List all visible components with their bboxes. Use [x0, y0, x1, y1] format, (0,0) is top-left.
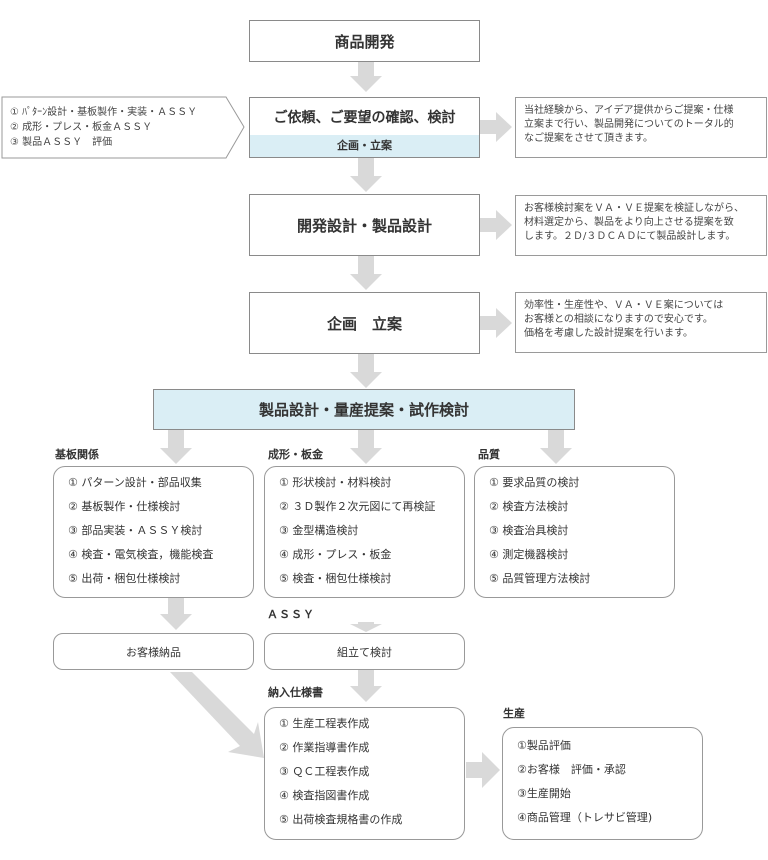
list-item: ④ 成形・プレス・板金 [279, 548, 392, 561]
note-proposal-line-2: 立案まで行い、製品開発についてのトータル的 [524, 119, 734, 130]
list-hinshitsu: ① 要求品質の検討 ② 検査方法検討 ③ 検査治具検討 ④ 測定機器検討 ⑤ 品… [474, 466, 675, 598]
list-item: ① パターン設計・部品収集 [68, 476, 202, 489]
arrow-right-production [466, 752, 500, 788]
step-development-design: 開発設計・製品設計 [249, 194, 480, 256]
list-item: ⑤ 出荷・梱包仕様検討 [68, 572, 181, 585]
list-item: ④商品管理（トレサビ管理) [517, 811, 653, 824]
list-item: ② 基板製作・仕様検討 [68, 500, 181, 513]
note-efficiency-line-2: お客様との相談になりますので安心です。 [524, 314, 713, 325]
step-planning-label: 企画 立案 [326, 314, 402, 333]
note-proposal-line-1: 当社経験から、アイデア提供からご提案・仕様 [524, 105, 734, 116]
left-note-line-3: ③ 製品ＡＳＳＹ 評価 [10, 137, 113, 148]
left-note-line-1: ① ﾊﾟﾀｰﾝ設計・基板製作・実装・ＡＳＳＹ [10, 107, 198, 118]
note-design-line-3: します。２Ｄ/３ＤＣＡＤにて製品設計します。 [524, 231, 736, 242]
step-mass-production-proposal-label: 製品設計・量産提案・試作検討 [258, 401, 469, 419]
list-item: ⑤ 出荷検査規格書の作成 [279, 813, 403, 826]
list-item: ① 要求品質の検討 [489, 476, 580, 489]
arrow-down-spec [350, 670, 382, 702]
step-mass-production-proposal: 製品設計・量産提案・試作検討 [153, 389, 575, 430]
note-efficiency-line-1: 効率性・生産性や、ＶＡ・ＶＥ案については [524, 300, 724, 311]
box-assembly: 組立て検討 [264, 633, 465, 670]
arrow-down-seikei [350, 430, 382, 464]
note-proposal: 当社経験から、アイデア提供からご提案・仕様 立案まで行い、製品開発についてのトー… [515, 97, 767, 158]
arrow-down-2 [350, 158, 382, 192]
arrow-right-note3 [480, 308, 512, 338]
left-note-line-2: ② 成形・プレス・板金ＡＳＳＹ [10, 122, 153, 133]
note-design-line-1: お客様検討案をＶＡ・ＶＥ提案を検証しながら、 [524, 203, 744, 214]
step-request-review: ご依頼、ご要望の確認、検討 企画・立案 [249, 97, 480, 158]
label-seikei: 成形・板金 [268, 448, 323, 461]
list-item: ③ 検査治具検討 [489, 524, 569, 537]
note-proposal-line-3: なご提案をさせて頂きます。 [524, 133, 653, 144]
left-note: ① ﾊﾟﾀｰﾝ設計・基板製作・実装・ＡＳＳＹ ② 成形・プレス・板金ＡＳＳＹ ③… [10, 105, 230, 150]
list-kiban: ① パターン設計・部品収集 ② 基板製作・仕様検討 ③ 部品実装・ＡＳＳＹ検討 … [53, 466, 254, 598]
box-delivery-label: お客様納品 [126, 645, 181, 659]
step-request-review-label: ご依頼、ご要望の確認、検討 [273, 110, 456, 126]
label-kiban: 基板関係 [55, 448, 99, 461]
list-item: ⑤ 検査・梱包仕様検討 [279, 572, 392, 585]
arrow-down-delivery [160, 598, 192, 630]
arrow-down-hinshitsu [540, 430, 572, 464]
list-spec: ① 生産工程表作成 ② 作業指導書作成 ③ ＱＣ工程表作成 ④ 検査指図書作成 … [264, 707, 465, 840]
list-item: ①製品評価 [517, 739, 571, 752]
arrow-down-4 [350, 354, 382, 388]
list-item: ②お客様 評価・承認 [517, 763, 626, 776]
label-hinshitsu: 品質 [478, 448, 500, 461]
list-item: ④ 測定機器検討 [489, 548, 569, 561]
note-efficiency-line-3: 価格を考慮した設計提案を行います。 [524, 328, 693, 339]
box-assembly-label: 組立て検討 [337, 645, 392, 659]
list-seikei: ① 形状検討・材料検討 ② ３Ｄ製作２次元図にて再検証 ③ 金型構造検討 ④ 成… [264, 466, 465, 598]
list-item: ③生産開始 [517, 787, 571, 800]
note-efficiency: 効率性・生産性や、ＶＡ・ＶＥ案については お客様との相談になりますので安心です。… [515, 292, 767, 353]
note-design-line-2: 材料選定から、製品をより向上させる提案を致 [524, 217, 734, 228]
list-production: ①製品評価 ②お客様 評価・承認 ③生産開始 ④商品管理（トレサビ管理) [502, 727, 703, 840]
list-item: ④ 検査・電気検査，機能検査 [68, 548, 214, 561]
arrow-diagonal-spec [170, 672, 264, 758]
label-production: 生産 [503, 707, 525, 720]
step-request-review-sub: 企画・立案 [250, 135, 479, 157]
list-item: ② ３Ｄ製作２次元図にて再検証 [279, 500, 436, 513]
step-development-design-label: 開発設計・製品設計 [296, 216, 432, 235]
list-item: ③ ＱＣ工程表作成 [279, 765, 370, 778]
list-item: ④ 検査指図書作成 [279, 789, 370, 802]
note-design: お客様検討案をＶＡ・ＶＥ提案を検証しながら、 材料選定から、製品をより向上させる… [515, 195, 767, 256]
step-planning: 企画 立案 [249, 292, 480, 354]
arrow-right-note2 [480, 210, 512, 240]
list-item: ⑤ 品質管理方法検討 [489, 572, 591, 585]
list-item: ② 作業指導書作成 [279, 741, 370, 754]
list-item: ② 検査方法検討 [489, 500, 569, 513]
step-product-development-label: 商品開発 [334, 32, 395, 51]
arrow-down-3 [350, 256, 382, 290]
arrow-down-1 [350, 62, 382, 92]
arrow-down-kiban [160, 430, 192, 464]
list-item: ① 形状検討・材料検討 [279, 476, 392, 489]
arrow-right-note1 [480, 112, 512, 142]
box-delivery: お客様納品 [53, 633, 254, 670]
label-assy: ＡＳＳＹ [267, 608, 315, 621]
step-product-development: 商品開発 [249, 20, 480, 62]
list-item: ③ 部品実装・ＡＳＳＹ検討 [68, 524, 203, 537]
arrow-down-assembly [350, 622, 382, 632]
list-item: ① 生産工程表作成 [279, 717, 370, 730]
list-item: ③ 金型構造検討 [279, 524, 359, 537]
label-spec: 納入仕様書 [268, 686, 323, 699]
